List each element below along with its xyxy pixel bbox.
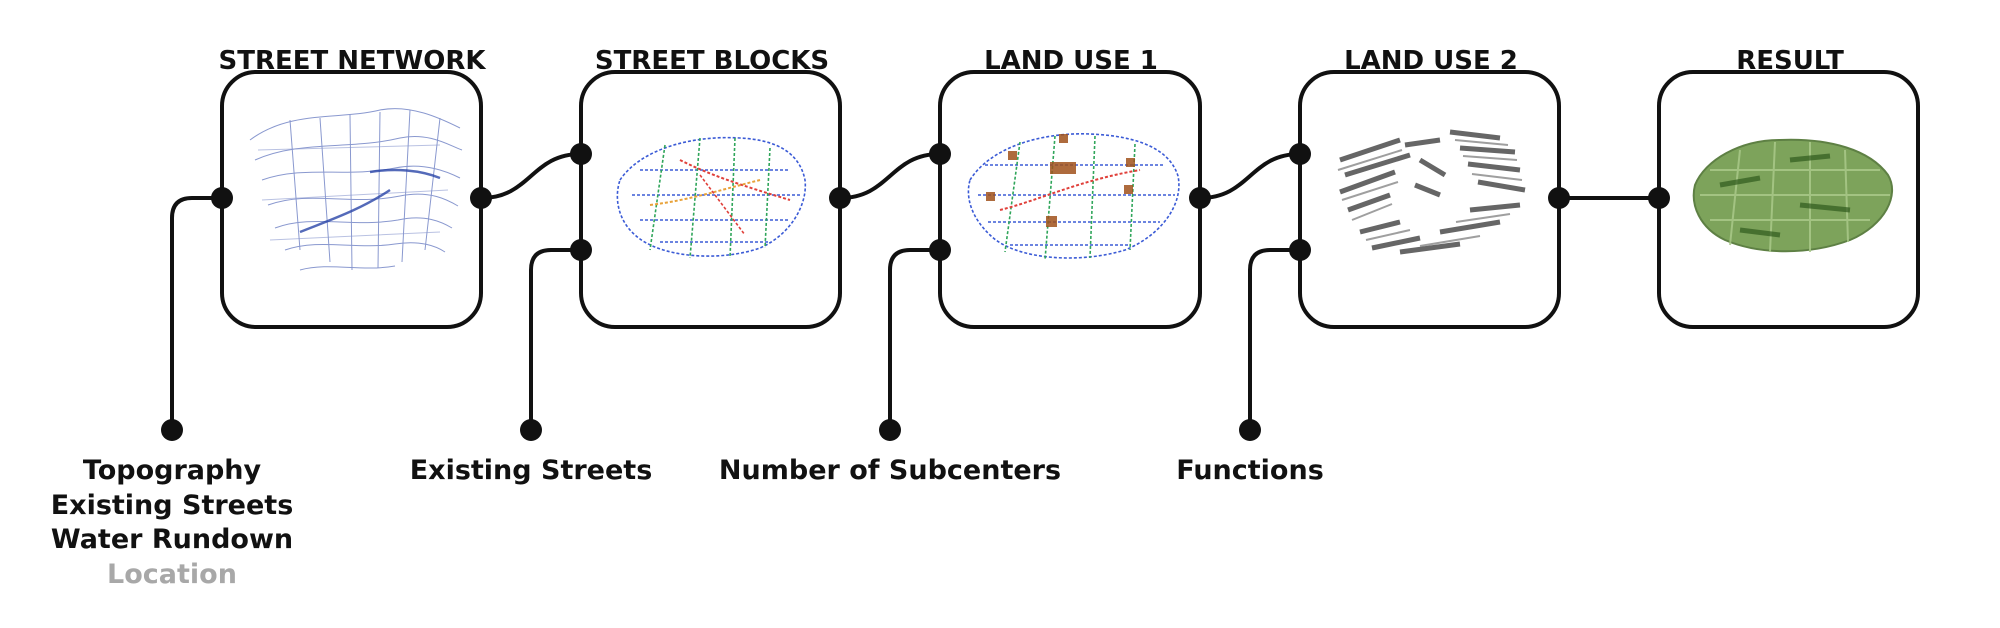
port-dot: [929, 143, 951, 165]
stage-box-street-blocks: [579, 70, 842, 329]
input-label-location: Location: [107, 559, 237, 590]
land-use-2-thumbnail: [1339, 129, 1526, 255]
stage-box-land-use-1: [938, 70, 1202, 329]
input-terminal-dot: [161, 419, 183, 441]
port-dot: [570, 143, 592, 165]
result-thumbnail: [1692, 138, 1894, 253]
input-terminal-dot: [520, 419, 542, 441]
street-blocks-thumbnail: [616, 136, 807, 259]
subcenter-marker: [1059, 134, 1068, 143]
stage-street-blocks: [579, 70, 842, 329]
stage-result: [1657, 70, 1920, 329]
port-dot: [1648, 187, 1670, 209]
port-dot: [570, 239, 592, 261]
input-label-existing-streets: Existing Streets: [51, 490, 294, 521]
subcenter-markers: [986, 134, 1135, 227]
input-terminal-dot: [879, 419, 901, 441]
land-use-2-thumbnail-fine: [1337, 139, 1523, 247]
street-network-main-roads: [299, 168, 441, 234]
stage-land-use-2: [1298, 70, 1561, 329]
input-wire-4: [1248, 248, 1300, 430]
input-label-functions: Functions: [1176, 455, 1324, 486]
input-label-topography: Topography: [83, 455, 262, 486]
input-terminal-dot: [1239, 419, 1261, 441]
input-label-water-rundown: Water Rundown: [51, 524, 293, 555]
input-wire-1: [170, 196, 222, 430]
input-group-1: Topography Existing Streets Water Rundow…: [51, 455, 294, 590]
stage-connector-3: [1199, 152, 1301, 200]
input-wire-3: [888, 248, 940, 430]
port-dot: [470, 187, 492, 209]
input-label-existing-streets-2: Existing Streets: [410, 455, 653, 486]
input-wire-2: [529, 248, 581, 430]
stage-street-network: [220, 70, 483, 329]
port-dot: [929, 239, 951, 261]
port-dot: [1289, 239, 1311, 261]
subcenter-marker: [1124, 185, 1133, 194]
stage-connector-1: [480, 152, 582, 200]
input-label-number-of-subcenters: Number of Subcenters: [719, 455, 1061, 486]
port-dot: [1189, 187, 1211, 209]
stage-land-use-1: [938, 70, 1202, 329]
subcenter-marker: [1126, 158, 1135, 167]
subcenter-marker: [1050, 162, 1076, 174]
stage-connector-2: [839, 152, 941, 200]
subcenter-marker: [1046, 216, 1057, 227]
port-dot: [829, 187, 851, 209]
subcenter-marker: [1008, 151, 1017, 160]
port-dot: [1289, 143, 1311, 165]
port-dot: [211, 187, 233, 209]
subcenter-marker: [986, 192, 995, 201]
connector-dots: [161, 143, 1670, 441]
stage-box-land-use-2: [1298, 70, 1561, 329]
port-dot: [1548, 187, 1570, 209]
